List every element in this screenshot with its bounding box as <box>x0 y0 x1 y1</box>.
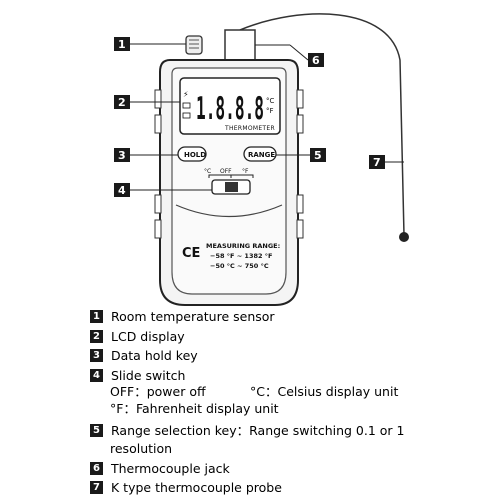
hold-indicator-icon <box>182 102 191 109</box>
hold-label: HOLD <box>184 151 206 159</box>
legend-num-3: 3 <box>90 349 103 362</box>
callout-1: 1 <box>114 37 130 51</box>
legend-item-1: 1 Room temperature sensor <box>90 308 275 325</box>
legend-item-5-cont: resolution <box>110 441 173 456</box>
range-label: RANGE <box>248 151 275 159</box>
callout-7: 7 <box>369 155 385 169</box>
legend-item-4-fahrenheit: °F：Fahrenheit display unit <box>110 401 279 416</box>
measuring-range-c: −50 °C ~ 750 °C <box>210 262 269 270</box>
legend-text-7: K type thermocouple probe <box>111 480 282 495</box>
svg-text:5: 5 <box>314 149 322 162</box>
legend-item-2: 2 LCD display <box>90 328 185 345</box>
legend-num-1: 1 <box>90 310 103 323</box>
battery-icon: ⚡ <box>183 90 189 99</box>
hold-button[interactable] <box>177 146 207 162</box>
legend-num-4: 4 <box>90 369 103 382</box>
legend-item-5: 5 Range selection key：Range switching 0.… <box>90 422 405 439</box>
legend-num-6: 6 <box>90 462 103 475</box>
callout-3: 3 <box>114 148 130 162</box>
legend-text-2: LCD display <box>111 329 185 344</box>
legend-text-5: Range selection key：Range switching 0.1 … <box>111 423 405 438</box>
svg-text:1: 1 <box>118 38 126 51</box>
lcd-digits: 1.8.8.8 <box>196 91 264 127</box>
svg-text:6: 6 <box>312 54 320 67</box>
switch-label-f: °F <box>242 168 249 175</box>
svg-text:2: 2 <box>118 96 126 109</box>
measuring-range-title: MEASURING RANGE: <box>206 242 280 250</box>
legend-item-4-celsius: °C：Celsius display unit <box>250 384 399 399</box>
legend-item-4: 4 Slide switch <box>90 367 185 384</box>
legend-text-4: Slide switch <box>111 368 186 383</box>
svg-text:4: 4 <box>118 184 126 197</box>
brand-label: THERMOMETER <box>224 125 275 132</box>
legend-text-6: Thermocouple jack <box>111 461 230 476</box>
legend-text-1: Room temperature sensor <box>111 309 275 324</box>
measuring-range-f: −58 °F ~ 1382 °F <box>210 252 272 260</box>
callout-5: 5 <box>310 148 326 162</box>
room-sensor <box>185 35 203 55</box>
thermocouple-jack <box>224 29 256 61</box>
lcd-unit-c: °C <box>266 97 275 105</box>
legend: 1 Room temperature sensor 2 LCD display … <box>0 300 500 500</box>
callout-6: 6 <box>308 53 324 67</box>
legend-item-4-off: OFF：power off <box>110 384 206 399</box>
range-button[interactable] <box>243 146 277 162</box>
legend-item-3: 3 Data hold key <box>90 347 198 364</box>
legend-text-3: Data hold key <box>111 348 198 363</box>
legend-item-7: 7 K type thermocouple probe <box>90 479 282 496</box>
svg-text:7: 7 <box>373 156 381 169</box>
probe-cable <box>239 13 405 236</box>
switch-label-c: °C <box>204 168 211 175</box>
callout-4: 4 <box>114 183 130 197</box>
slide-switch-knob[interactable] <box>225 182 238 192</box>
legend-item-6: 6 Thermocouple jack <box>90 460 230 477</box>
lcd-unit-f: °F <box>266 107 274 115</box>
ce-mark: CE <box>182 246 200 261</box>
legend-num-7: 7 <box>90 481 103 494</box>
switch-label-off: OFF <box>220 168 232 175</box>
callout-2: 2 <box>114 95 130 109</box>
battery-low-icon <box>182 112 191 119</box>
probe-tip <box>399 232 409 242</box>
svg-text:3: 3 <box>118 149 126 162</box>
lcd-display <box>179 77 281 135</box>
thermometer-diagram: 1.8.8.8 °C °F ⚡ THERMOMETER HOLD RANGE °… <box>114 13 409 306</box>
legend-num-2: 2 <box>90 330 103 343</box>
legend-num-5: 5 <box>90 424 103 437</box>
